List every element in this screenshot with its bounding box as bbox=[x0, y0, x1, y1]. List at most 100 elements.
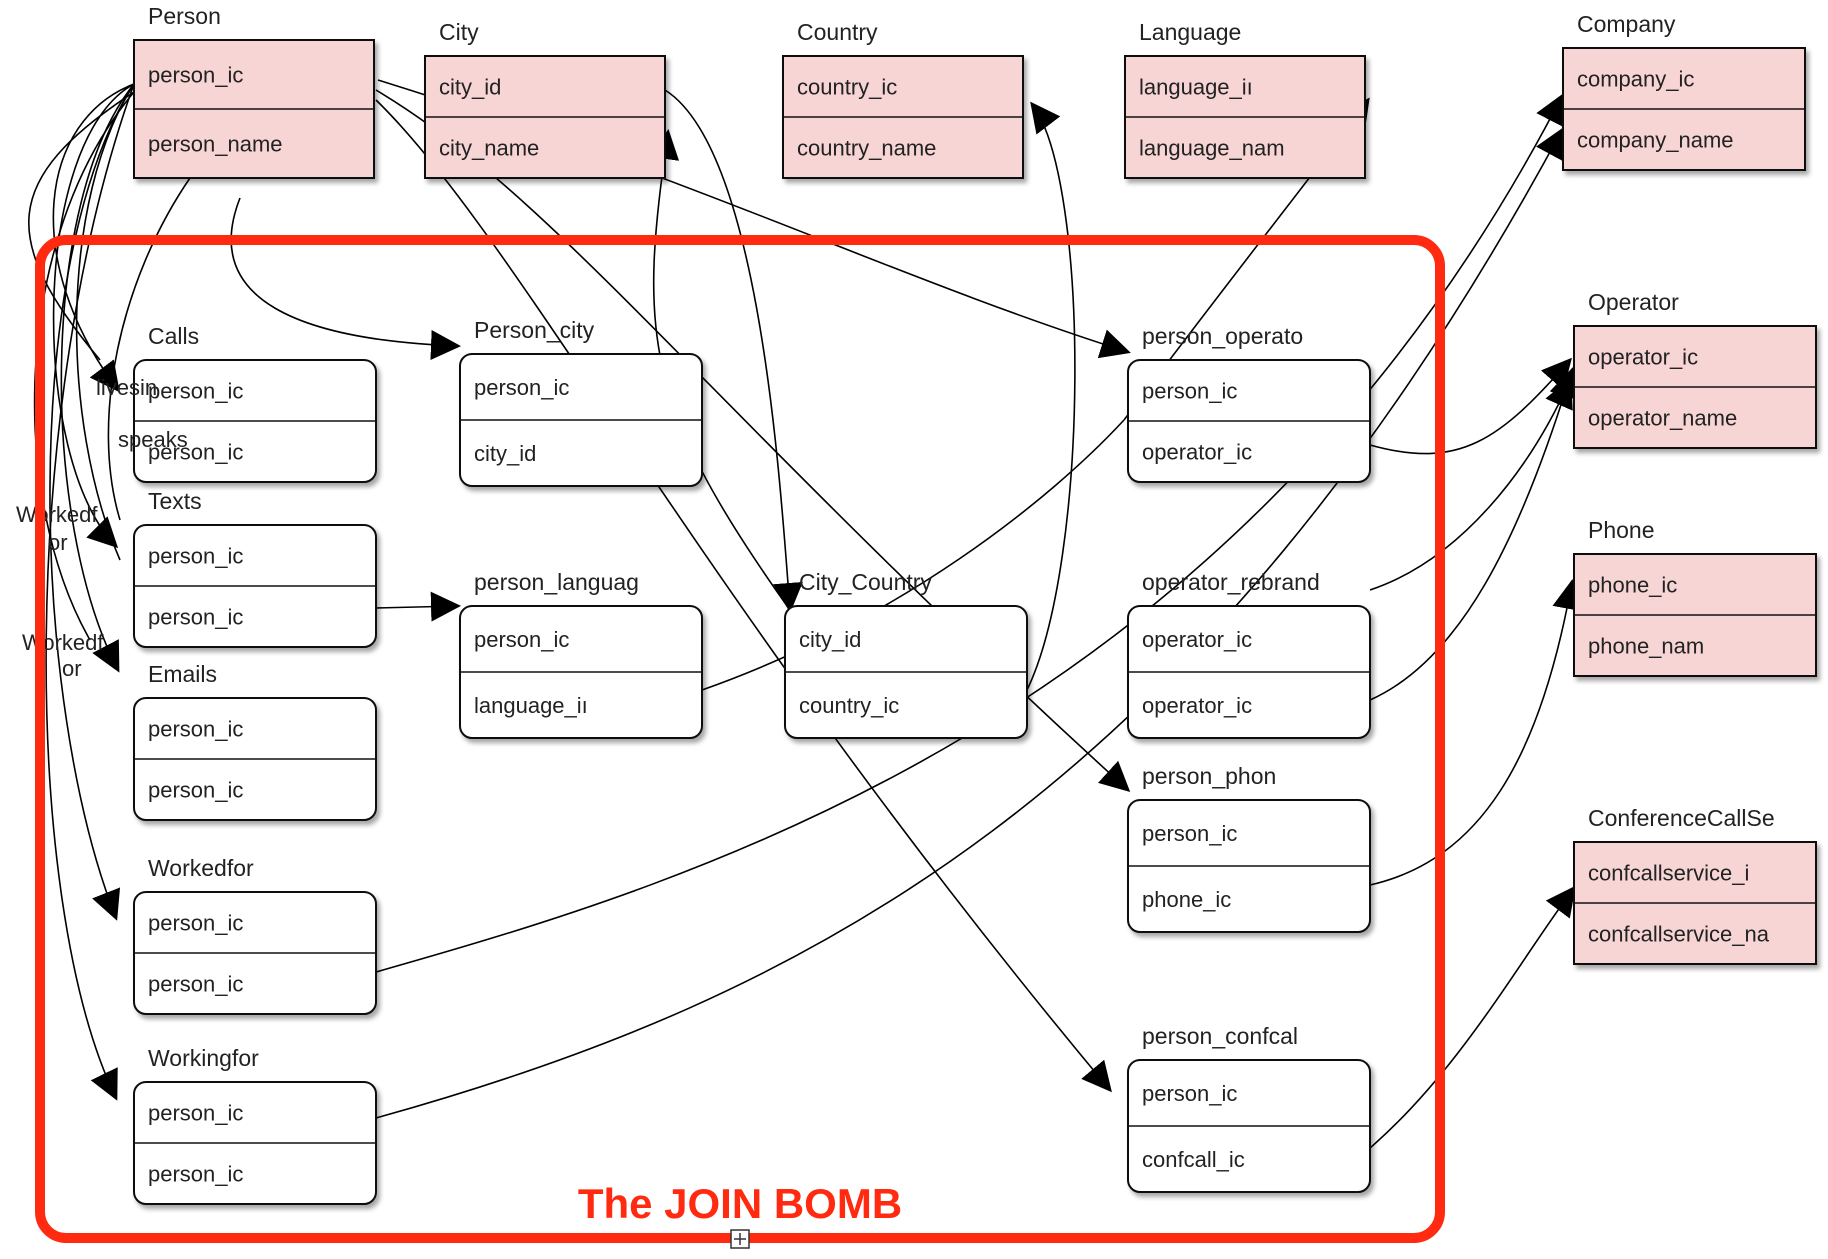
field-label: confcall_ic bbox=[1142, 1147, 1245, 1172]
relationship-line bbox=[1369, 357, 1572, 455]
field-label: person_ic bbox=[474, 375, 569, 400]
field-label: city_name bbox=[439, 136, 539, 161]
table-calls[interactable]: Calls person_ic person_ic bbox=[133, 323, 377, 483]
table-person[interactable]: Person person_ic person_name bbox=[133, 3, 375, 179]
relationship-lines bbox=[28, 79, 1582, 1149]
field-label: operator_ic bbox=[1142, 440, 1252, 465]
field-label: company_name bbox=[1577, 128, 1734, 153]
relationship-line bbox=[75, 83, 135, 561]
expand-handle-icon[interactable] bbox=[730, 1229, 750, 1249]
relationship-line bbox=[107, 177, 191, 521]
table-title: person_confcal bbox=[1142, 1023, 1298, 1049]
field-label: country_ic bbox=[797, 75, 897, 100]
join-bomb-label: The JOIN BOMB bbox=[578, 1180, 902, 1227]
relationship-line bbox=[45, 83, 135, 1101]
field-label: person_ic bbox=[1142, 1081, 1237, 1106]
edge-label-speaks: speaks bbox=[118, 427, 188, 452]
edge-label-livesin: livesin bbox=[96, 375, 157, 400]
relationship-line bbox=[52, 83, 135, 393]
relationship-line bbox=[52, 83, 135, 549]
edge-label-workedfor1-b: or bbox=[48, 530, 68, 555]
relationship-line bbox=[49, 83, 135, 921]
relationship-line bbox=[1026, 101, 1076, 691]
table-workingfor[interactable]: Workingfor person_ic person_ic bbox=[133, 1045, 377, 1205]
field-label: language_iı bbox=[474, 693, 588, 718]
field-label: person_ic bbox=[474, 627, 569, 652]
field-label: language_nam bbox=[1139, 136, 1285, 161]
field-label: confcallservice_na bbox=[1588, 922, 1770, 947]
table-title: Country bbox=[797, 19, 878, 45]
field-label: person_ic bbox=[148, 972, 243, 997]
relationship-line bbox=[230, 197, 461, 360]
table-title: Operator bbox=[1588, 289, 1679, 315]
table-title: Company bbox=[1577, 11, 1676, 37]
table-city-country[interactable]: City_Country city_id country_ic bbox=[784, 569, 1028, 739]
field-label: country_name bbox=[797, 136, 936, 161]
relationship-line bbox=[1369, 579, 1582, 886]
field-label: city_id bbox=[439, 75, 501, 100]
table-title: Emails bbox=[148, 661, 217, 687]
field-label: person_name bbox=[148, 132, 283, 157]
field-label: person_ic bbox=[148, 1101, 243, 1126]
field-label: phone_ic bbox=[1588, 573, 1677, 598]
table-title: person_languag bbox=[474, 569, 639, 595]
relationship-line bbox=[375, 591, 461, 622]
table-company[interactable]: Company company_ic company_name bbox=[1562, 11, 1806, 171]
field-label: operator_ic bbox=[1588, 345, 1698, 370]
table-texts[interactable]: Texts person_ic person_ic bbox=[133, 488, 377, 648]
table-country[interactable]: Country country_ic country_name bbox=[782, 19, 1024, 179]
join-bomb-highlight: The JOIN BOMB bbox=[35, 235, 1445, 1249]
table-confcall[interactable]: ConferenceCallSeconfcallservice_iconfcal… bbox=[1573, 805, 1817, 965]
field-label: operator_ic bbox=[1142, 693, 1252, 718]
field-label: city_id bbox=[474, 441, 536, 466]
field-label: person_ic bbox=[148, 63, 243, 88]
relationship-line bbox=[375, 93, 1564, 973]
table-person-language[interactable]: person_languag person_ic language_iı bbox=[459, 569, 703, 739]
edge-label-workedfor2-a: Workedf bbox=[22, 630, 104, 655]
edge-label-workedfor1-a: Workedf bbox=[16, 502, 98, 527]
field-label: city_id bbox=[799, 627, 861, 652]
table-person-confcall[interactable]: person_confcal person_ic confcall_ic bbox=[1127, 1023, 1371, 1193]
field-label: company_ic bbox=[1577, 67, 1694, 92]
field-label: person_ic bbox=[148, 379, 243, 404]
table-title: Person bbox=[148, 3, 221, 29]
field-label: person_ic bbox=[148, 778, 243, 803]
table-language[interactable]: Language language_iı language_nam bbox=[1124, 19, 1366, 179]
table-title: Workingfor bbox=[148, 1045, 259, 1071]
field-label: person_ic bbox=[148, 544, 243, 569]
edge-label-workedfor2-b: or bbox=[62, 656, 82, 681]
field-label: person_ic bbox=[148, 717, 243, 742]
table-title: person_operato bbox=[1142, 323, 1303, 349]
table-title: City_Country bbox=[799, 569, 932, 595]
field-label: confcallservice_i bbox=[1588, 861, 1749, 886]
table-title: person_phon bbox=[1142, 763, 1276, 789]
field-label: person_ic bbox=[148, 1162, 243, 1187]
field-label: person_ic bbox=[148, 605, 243, 630]
field-label: phone_ic bbox=[1142, 887, 1231, 912]
field-label: language_iı bbox=[1139, 75, 1253, 100]
relationship-line bbox=[1369, 367, 1579, 701]
relationship-line bbox=[1369, 885, 1576, 1149]
relationship-line bbox=[28, 91, 135, 361]
relationship-line bbox=[701, 419, 1125, 691]
relationship-line bbox=[664, 89, 803, 613]
table-title: Language bbox=[1139, 19, 1241, 45]
table-title: Texts bbox=[148, 488, 202, 514]
field-label: person_ic bbox=[148, 440, 243, 465]
relationship-line bbox=[1369, 377, 1573, 591]
table-emails[interactable]: Emails person_ic person_ic bbox=[133, 661, 377, 821]
field-label: country_ic bbox=[799, 693, 899, 718]
table-title: Calls bbox=[148, 323, 199, 349]
table-operator[interactable]: Operator operator_ic operator_name bbox=[1573, 289, 1817, 449]
field-label: operator_name bbox=[1588, 406, 1737, 431]
